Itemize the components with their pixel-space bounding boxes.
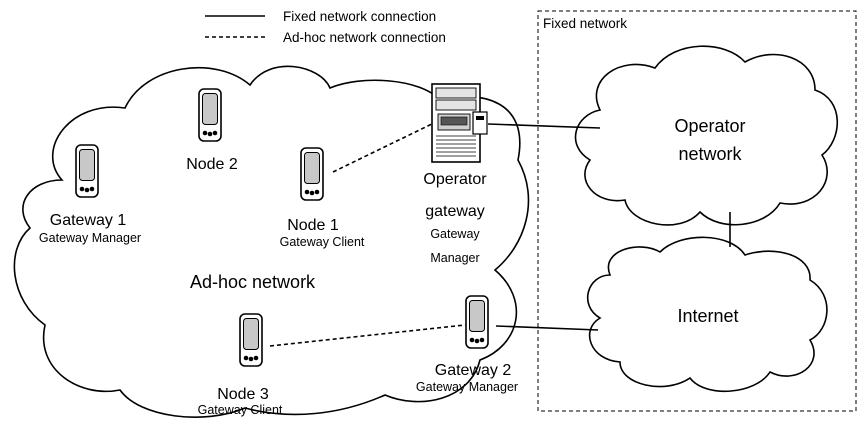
node3-phone-icon [239,313,263,367]
gateway1-phone-icon [75,144,99,198]
gateway2-phone-icon [465,295,489,349]
legend-fixed-label: Fixed network connection [283,9,436,24]
fixed-network-boundary [537,10,857,412]
operator-gateway-label-1: Operator [423,171,487,188]
operator-network-label-1: Operator [674,116,745,136]
internet-label: Internet [677,306,738,326]
operator-network-cloud [574,45,839,226]
node2-label: Node 2 [186,156,238,173]
operator-gateway-role-2: Manager [430,251,479,265]
fixed-link-operator-gateway [487,123,601,129]
operator-network-label-2: network [678,144,742,164]
internet-cloud [587,236,828,393]
adhoc-network-cloud [13,65,530,418]
legend-adhoc-label: Ad-hoc network connection [283,30,446,45]
node1-phone-icon [300,147,324,201]
gateway2-role: Gateway Manager [416,380,518,394]
node1-label: Node 1 [287,217,339,234]
node1-role: Gateway Client [280,235,365,249]
node3-role: Gateway Client [198,403,283,417]
adhoc-network-label: Ad-hoc network [190,272,316,292]
fixed-network-title: Fixed network [543,16,627,31]
fixed-link-gateway2 [495,325,599,331]
gateway1-role: Gateway Manager [39,231,141,245]
gateway2-label: Gateway 2 [435,362,512,379]
gateway1-label: Gateway 1 [50,212,127,229]
operator-gateway-computer-icon [431,83,488,163]
operator-gateway-role-1: Gateway [430,227,480,241]
node3-label: Node 3 [217,386,269,403]
legend: Fixed network connection Ad-hoc network … [205,9,446,45]
node2-phone-icon [198,88,222,142]
adhoc-link-node3 [269,324,466,347]
adhoc-link-node1 [332,119,441,173]
operator-gateway-label-2: gateway [425,203,485,220]
